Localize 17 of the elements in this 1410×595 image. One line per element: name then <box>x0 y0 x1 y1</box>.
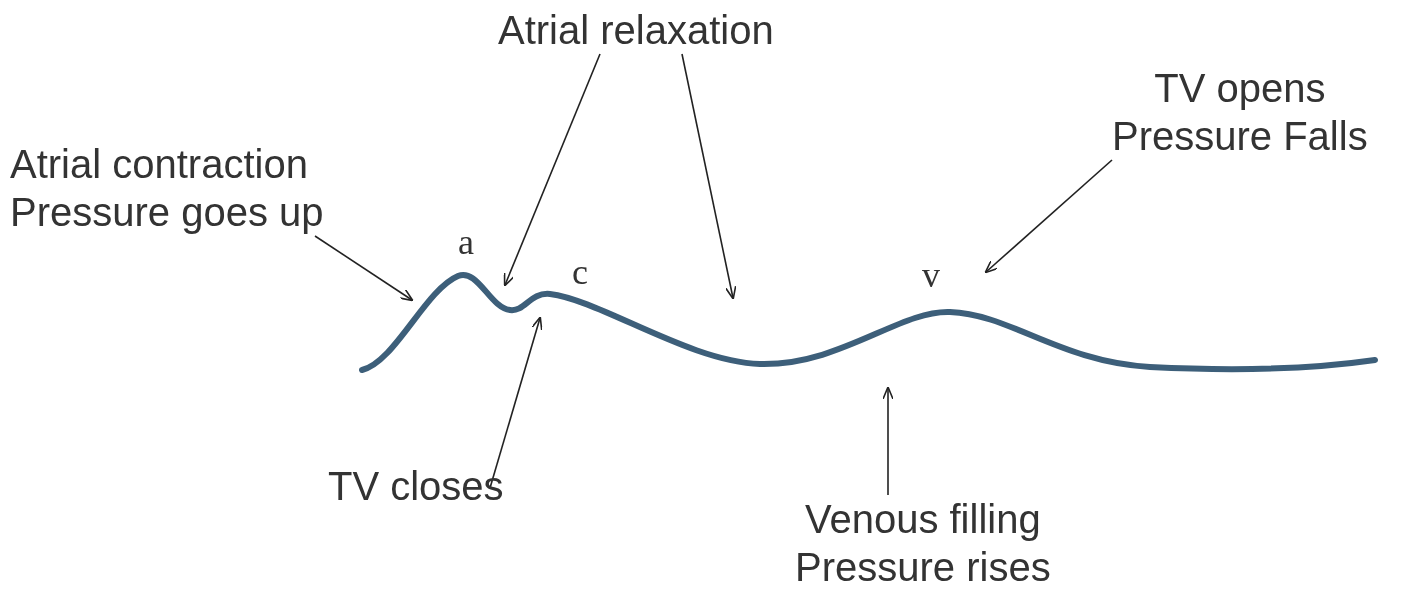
wave-peak-label: c <box>572 252 588 292</box>
leader-arrow <box>681 53 737 300</box>
leader-arrow <box>882 386 894 496</box>
annotation-label: Atrial contraction <box>10 141 308 188</box>
leader-arrow <box>489 316 543 489</box>
annotation-label: TV closes <box>328 463 504 510</box>
leader-arrow <box>984 159 1113 274</box>
wave-peak-label: a <box>458 222 474 262</box>
wave-peak-label: v <box>922 255 940 295</box>
annotation-label: Venous filling <box>804 496 1041 543</box>
annotation-label: TV opens <box>1154 65 1326 112</box>
annotation-label: Pressure rises <box>795 544 1051 591</box>
annotation-label: Pressure Falls <box>1112 113 1368 160</box>
leader-arrow <box>503 53 601 287</box>
annotation-label: Atrial relaxation <box>498 7 774 54</box>
annotation-label: Pressure goes up <box>10 189 324 236</box>
leader-arrow <box>314 235 414 302</box>
